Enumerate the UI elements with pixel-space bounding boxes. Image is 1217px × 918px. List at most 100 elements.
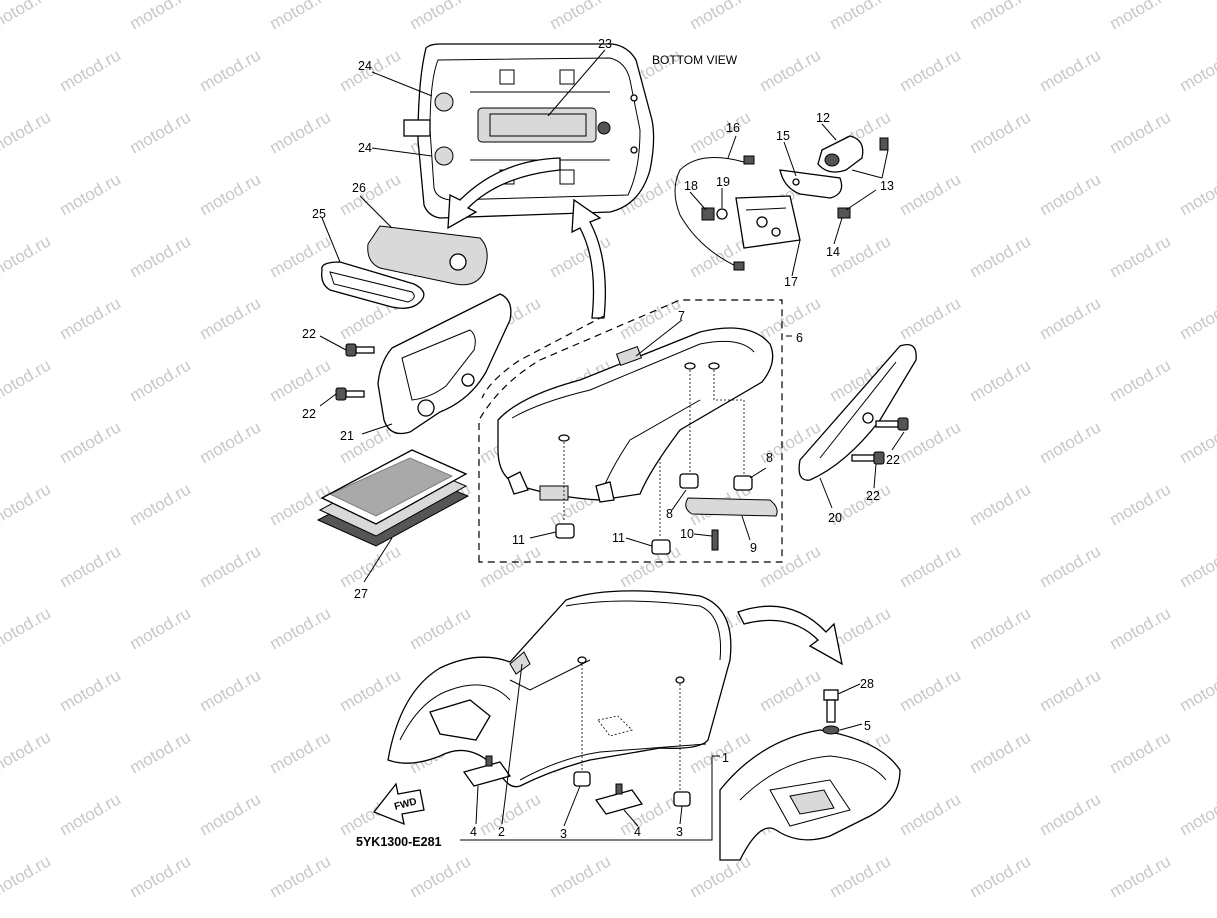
watermark-text: motod.ru bbox=[126, 851, 194, 901]
watermark-text: motod.ru bbox=[336, 169, 404, 219]
callout-c11b: 11 bbox=[612, 531, 625, 545]
callout-c15: 15 bbox=[776, 129, 790, 143]
callout-c25: 25 bbox=[312, 207, 326, 221]
bolt-22-right-upper bbox=[875, 417, 909, 431]
callout-c18: 18 bbox=[684, 179, 698, 193]
grab-bracket-20 bbox=[798, 343, 917, 481]
callout-c22b: 22 bbox=[302, 407, 316, 421]
screw-10 bbox=[711, 529, 719, 551]
flip-arrow-bottom bbox=[737, 605, 843, 666]
callout-c7: 7 bbox=[678, 309, 685, 323]
callout-c10: 10 bbox=[680, 527, 694, 541]
watermark-text: motod.ru bbox=[406, 603, 474, 653]
watermark-text: motod.ru bbox=[896, 169, 964, 219]
watermark-text: motod.ru bbox=[1176, 293, 1217, 343]
damper-8-right bbox=[733, 475, 753, 491]
damper-3-right bbox=[673, 791, 691, 807]
watermark-text: motod.ru bbox=[476, 541, 544, 591]
watermark-text: motod.ru bbox=[196, 169, 264, 219]
watermark-text: motod.ru bbox=[266, 727, 334, 777]
forward-direction-arrow: FWD bbox=[372, 782, 425, 826]
damper-11-right bbox=[651, 539, 671, 555]
watermark-text: motod.ru bbox=[336, 541, 404, 591]
watermark-text: motod.ru bbox=[406, 0, 474, 33]
watermark-text: motod.ru bbox=[966, 355, 1034, 405]
watermark-text: motod.ru bbox=[896, 789, 964, 839]
watermark-text: motod.ru bbox=[616, 293, 684, 343]
watermark-text: motod.ru bbox=[1036, 417, 1104, 467]
watermark-text: motod.ru bbox=[476, 789, 544, 839]
bracket-4-left bbox=[462, 755, 512, 787]
seat-pocket-cover-26 bbox=[367, 225, 488, 286]
watermark-text: motod.ru bbox=[266, 603, 334, 653]
watermark-text: motod.ru bbox=[0, 479, 54, 529]
watermark-text: motod.ru bbox=[56, 417, 124, 467]
watermark-text: motod.ru bbox=[266, 355, 334, 405]
watermark-text: motod.ru bbox=[1176, 789, 1217, 839]
cable-16 bbox=[674, 155, 755, 271]
watermark-text: motod.ru bbox=[1106, 851, 1174, 901]
watermark-text: motod.ru bbox=[196, 293, 264, 343]
leader-lines bbox=[319, 49, 905, 827]
watermark-text: motod.ru bbox=[1036, 45, 1104, 95]
watermark-text: motod.ru bbox=[126, 603, 194, 653]
watermark-text: motod.ru bbox=[1176, 169, 1217, 219]
watermark-text: motod.ru bbox=[196, 665, 264, 715]
bracket-4-right bbox=[594, 783, 644, 815]
watermark-text: motod.ru bbox=[966, 0, 1034, 33]
seat-bottom-view bbox=[403, 43, 655, 219]
watermark-text: motod.ru bbox=[56, 665, 124, 715]
watermark-text: motod.ru bbox=[1176, 45, 1217, 95]
callout-c6: 6 bbox=[796, 331, 803, 345]
callout-c26: 26 bbox=[352, 181, 366, 195]
callout-c8a: 8 bbox=[766, 451, 773, 465]
callout-c28: 28 bbox=[860, 677, 874, 691]
watermark-text: motod.ru bbox=[266, 107, 334, 157]
watermark-text: motod.ru bbox=[266, 0, 334, 33]
callout-c20: 20 bbox=[828, 511, 842, 525]
watermark-text: motod.ru bbox=[0, 0, 54, 33]
watermark-text: motod.ru bbox=[1106, 355, 1174, 405]
bolt-28 bbox=[823, 689, 839, 723]
washer-19 bbox=[716, 208, 728, 220]
seat-lock-12 bbox=[817, 135, 864, 173]
callout-c9: 9 bbox=[750, 541, 757, 555]
bolt-22-left-upper bbox=[345, 343, 375, 357]
band-25 bbox=[321, 261, 425, 309]
main-seat-1 bbox=[387, 590, 732, 790]
watermark-text: motod.ru bbox=[196, 417, 264, 467]
watermark-text: motod.ru bbox=[616, 541, 684, 591]
watermark-text: motod.ru bbox=[826, 0, 894, 33]
frame-detail bbox=[719, 729, 901, 861]
callout-c13: 13 bbox=[880, 179, 894, 193]
rear-seat-7 bbox=[497, 327, 774, 536]
watermark-text: motod.ru bbox=[126, 231, 194, 281]
callout-c22d: 22 bbox=[866, 489, 880, 503]
watermark-text: motod.ru bbox=[1106, 603, 1174, 653]
watermark-text: motod.ru bbox=[56, 169, 124, 219]
watermark-text: motod.ru bbox=[546, 0, 614, 33]
callout-c8b: 8 bbox=[666, 507, 673, 521]
bottom-view-label: BOTTOM VIEW bbox=[652, 53, 738, 67]
watermark-text: motod.ru bbox=[756, 45, 824, 95]
watermark-text: motod.ru bbox=[0, 851, 54, 901]
bolt-22-right-lower bbox=[851, 451, 885, 465]
callout-c22a: 22 bbox=[302, 327, 316, 341]
watermark-text: motod.ru bbox=[1176, 541, 1217, 591]
watermark-text: motod.ru bbox=[1106, 231, 1174, 281]
watermark-text: motod.ru bbox=[1106, 479, 1174, 529]
watermark-text: motod.ru bbox=[1036, 541, 1104, 591]
watermark-text: motod.ru bbox=[0, 355, 54, 405]
callout-c22c: 22 bbox=[886, 453, 900, 467]
watermark-text: motod.ru bbox=[406, 851, 474, 901]
callout-c27: 27 bbox=[354, 587, 368, 601]
watermark-text: motod.ru bbox=[0, 727, 54, 777]
watermark-text: motod.ru bbox=[826, 851, 894, 901]
watermark-text: motod.ru bbox=[966, 727, 1034, 777]
watermark-text: motod.ru bbox=[56, 789, 124, 839]
tool-kit-27 bbox=[316, 449, 470, 547]
watermark-text: motod.ru bbox=[266, 851, 334, 901]
watermark-text: motod.ru bbox=[686, 0, 754, 33]
watermark-text: motod.ru bbox=[686, 107, 754, 157]
